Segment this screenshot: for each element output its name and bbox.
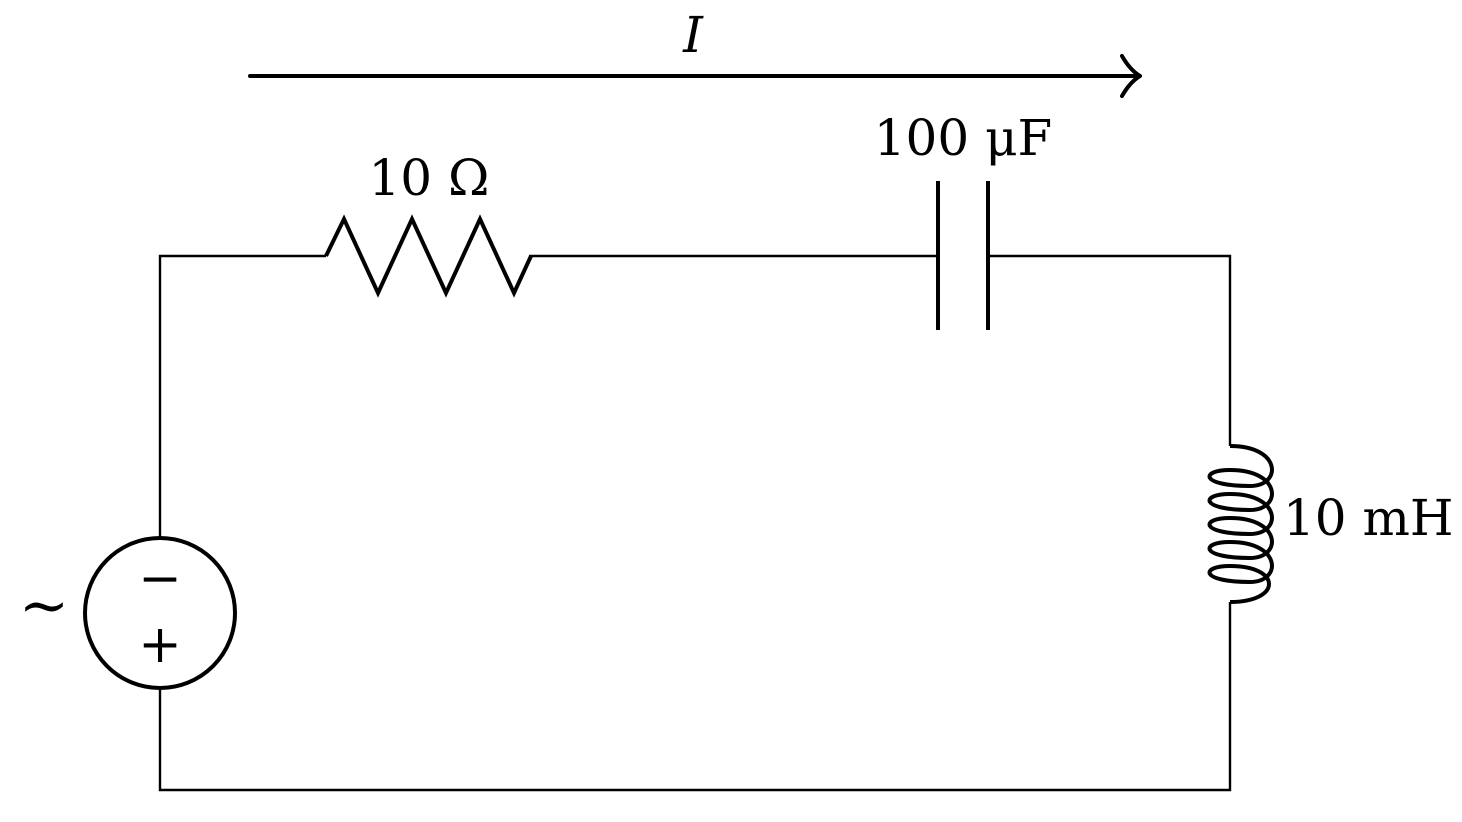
source-minus-sign: − — [138, 549, 182, 609]
capacitor-label: 100 μF — [874, 109, 1053, 167]
ac-voltage-source — [83, 536, 237, 690]
inductor-symbol — [1207, 444, 1274, 604]
ac-source-symbol: ~ — [19, 571, 69, 641]
capacitor-symbol — [936, 181, 990, 330]
resistor-label: 10 Ω — [369, 149, 490, 207]
inductor-label: 10 mH — [1283, 489, 1454, 547]
current-label: I — [682, 6, 704, 64]
resistor-symbol — [324, 214, 533, 298]
circuit-wires — [158, 254, 1232, 792]
current-arrow — [248, 54, 1142, 98]
source-plus-sign: + — [138, 615, 182, 675]
